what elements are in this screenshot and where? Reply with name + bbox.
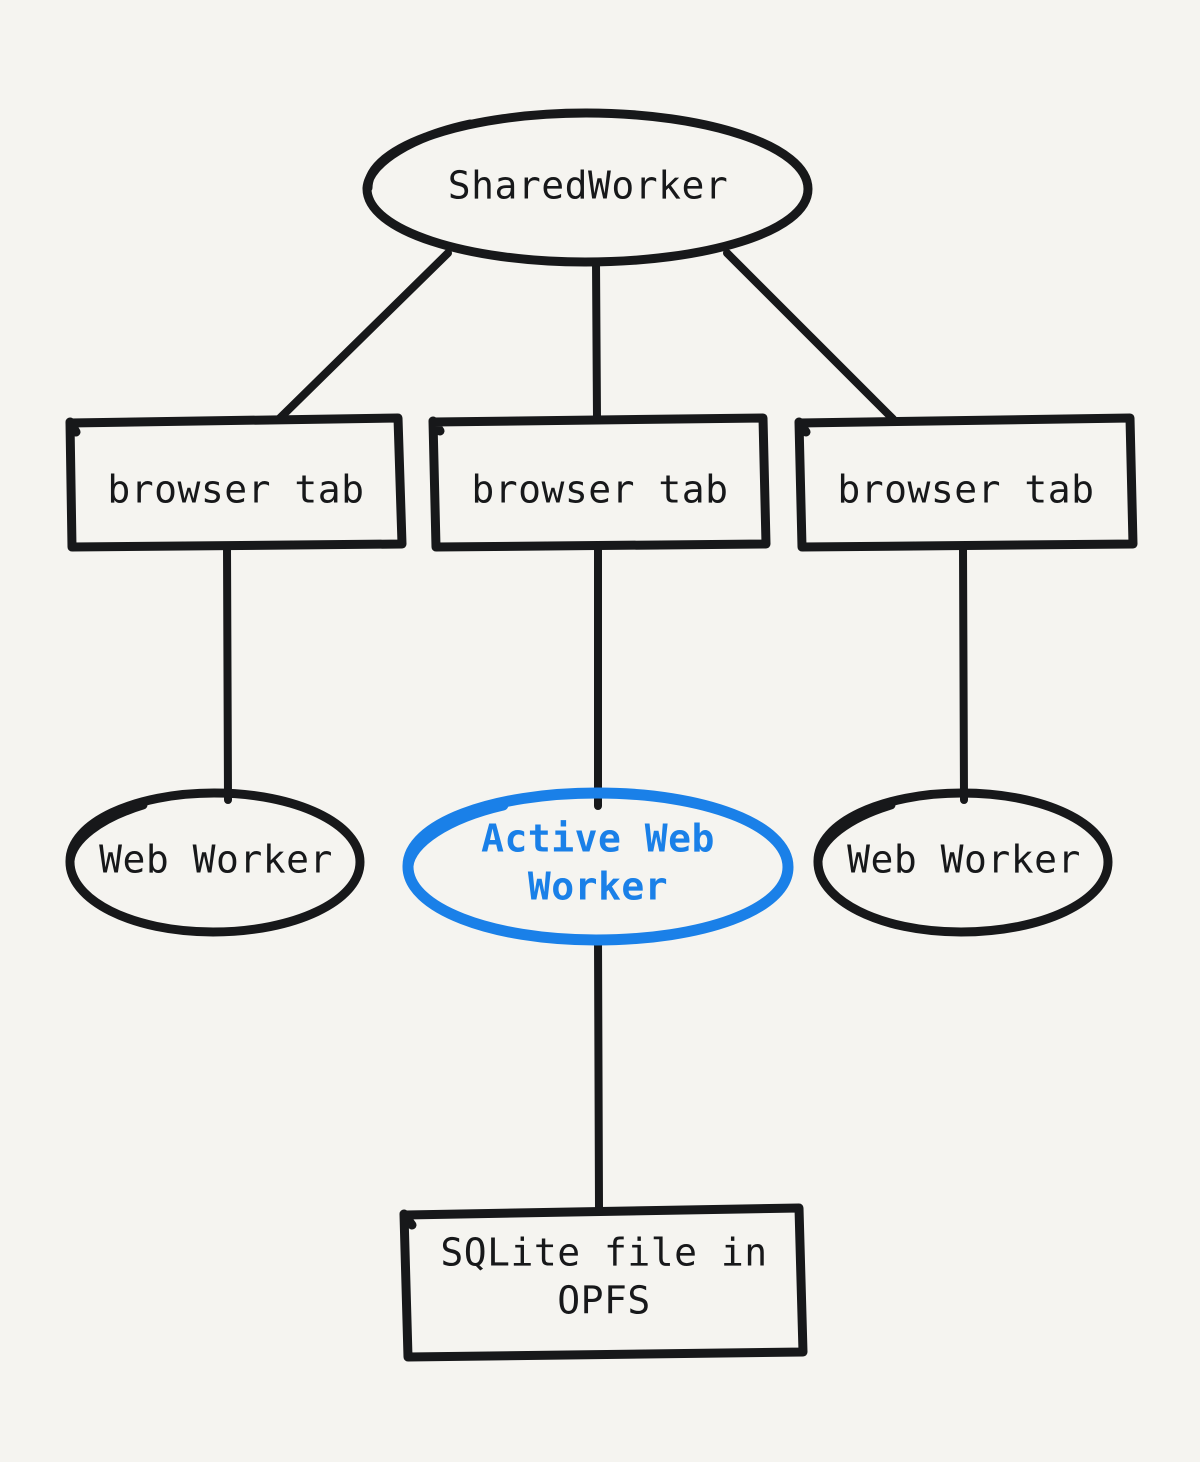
tab-left-rect-outline xyxy=(65,413,407,552)
edge-sharedworker-to-tab-center xyxy=(592,258,601,423)
edge-tab-left-to-worker-left xyxy=(223,544,232,804)
tab-right-rect-outline xyxy=(794,413,1138,552)
tab-right-label: browser tab xyxy=(837,468,1094,512)
worker-left-ellipse-outline xyxy=(65,788,365,937)
node-browser-tab-left[interactable]: browser tab xyxy=(65,413,407,552)
tab-center-rect-outline xyxy=(428,413,771,552)
worker-right-ellipse-outline xyxy=(813,788,1113,937)
tab-left-label: browser tab xyxy=(107,468,364,512)
storage-label-line2: OPFS xyxy=(557,1279,651,1323)
edge-group xyxy=(223,249,968,1212)
edge-worker-center-to-storage xyxy=(594,936,603,1212)
worker-left-label: Web Worker xyxy=(99,838,333,882)
active-worker-label-line1: Active Web xyxy=(481,817,715,861)
storage-label-line1: SQLite file in xyxy=(440,1231,767,1275)
edge-sharedworker-to-tab-left xyxy=(275,249,452,423)
sharedworker-label: SharedWorker xyxy=(448,164,729,208)
node-browser-tab-right[interactable]: browser tab xyxy=(794,413,1138,552)
node-web-worker-left[interactable]: Web Worker xyxy=(65,788,365,937)
node-sqlite-opfs-storage[interactable]: SQLite file in OPFS xyxy=(399,1203,808,1362)
node-sharedworker[interactable]: SharedWorker xyxy=(362,108,813,267)
node-active-web-worker[interactable]: Active Web Worker xyxy=(402,787,794,946)
storage-rect-outline xyxy=(399,1203,808,1362)
sharedworker-ellipse-outline xyxy=(362,108,813,267)
active-worker-label-line2: Worker xyxy=(528,865,668,909)
tab-center-label: browser tab xyxy=(471,468,728,512)
node-browser-tab-center[interactable]: browser tab xyxy=(428,413,771,552)
edge-sharedworker-to-tab-right xyxy=(723,249,897,423)
active-worker-ellipse-outline xyxy=(402,787,794,946)
worker-right-label: Web Worker xyxy=(847,838,1081,882)
edge-tab-right-to-worker-right xyxy=(959,544,968,804)
node-web-worker-right[interactable]: Web Worker xyxy=(813,788,1113,937)
